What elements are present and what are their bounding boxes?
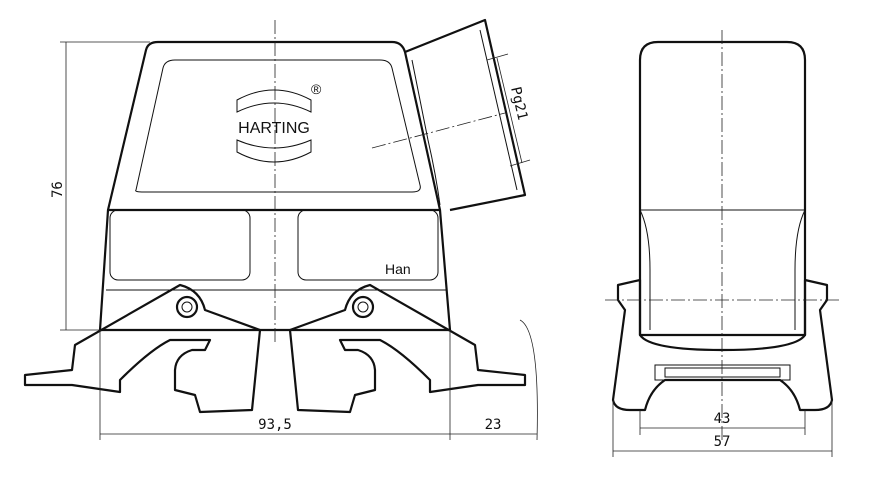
pg21-ext-1: [486, 53, 509, 61]
dim-23-label: 23: [485, 417, 502, 433]
pg21-ext-2: [509, 159, 531, 167]
dim-76-label: 76: [50, 181, 66, 198]
dim-935-label: 93,5: [258, 417, 292, 433]
right-window: [297, 209, 439, 281]
left-latch-pivot-inner: [181, 301, 193, 313]
front-view: HARTING ® Han Pg21 76 93,5 23: [23, 18, 538, 441]
side-body-curves: [639, 209, 806, 330]
dim-43-label: 43: [714, 411, 731, 427]
side-slot-inner: [664, 367, 781, 378]
cable-entry-axis: [371, 112, 506, 149]
cable-entry-inner: [479, 29, 518, 191]
right-latch-pivot-inner: [357, 301, 369, 313]
han-label: Han: [385, 261, 411, 277]
pg21-label: Pg21: [507, 85, 530, 121]
left-latch: [23, 283, 262, 414]
side-slot: [654, 364, 791, 381]
latch-sweep-arc: [519, 319, 538, 441]
cable-entry: [404, 18, 527, 212]
dim-57-label: 57: [714, 434, 731, 450]
left-window: [109, 209, 251, 281]
right-latch-pivot: [351, 295, 375, 319]
logo-text: HARTING: [238, 120, 310, 137]
side-frame: [611, 278, 834, 412]
right-latch: [288, 283, 527, 414]
pg21-dim-line: [496, 57, 523, 164]
side-housing: [638, 40, 807, 337]
left-latch-pivot: [175, 295, 199, 319]
housing-inner-panel: [135, 59, 421, 193]
side-view: 43 57: [605, 30, 840, 457]
harting-logo: HARTING ®: [236, 81, 322, 163]
cable-entry-edge: [411, 59, 441, 206]
registered-mark: ®: [311, 81, 322, 97]
